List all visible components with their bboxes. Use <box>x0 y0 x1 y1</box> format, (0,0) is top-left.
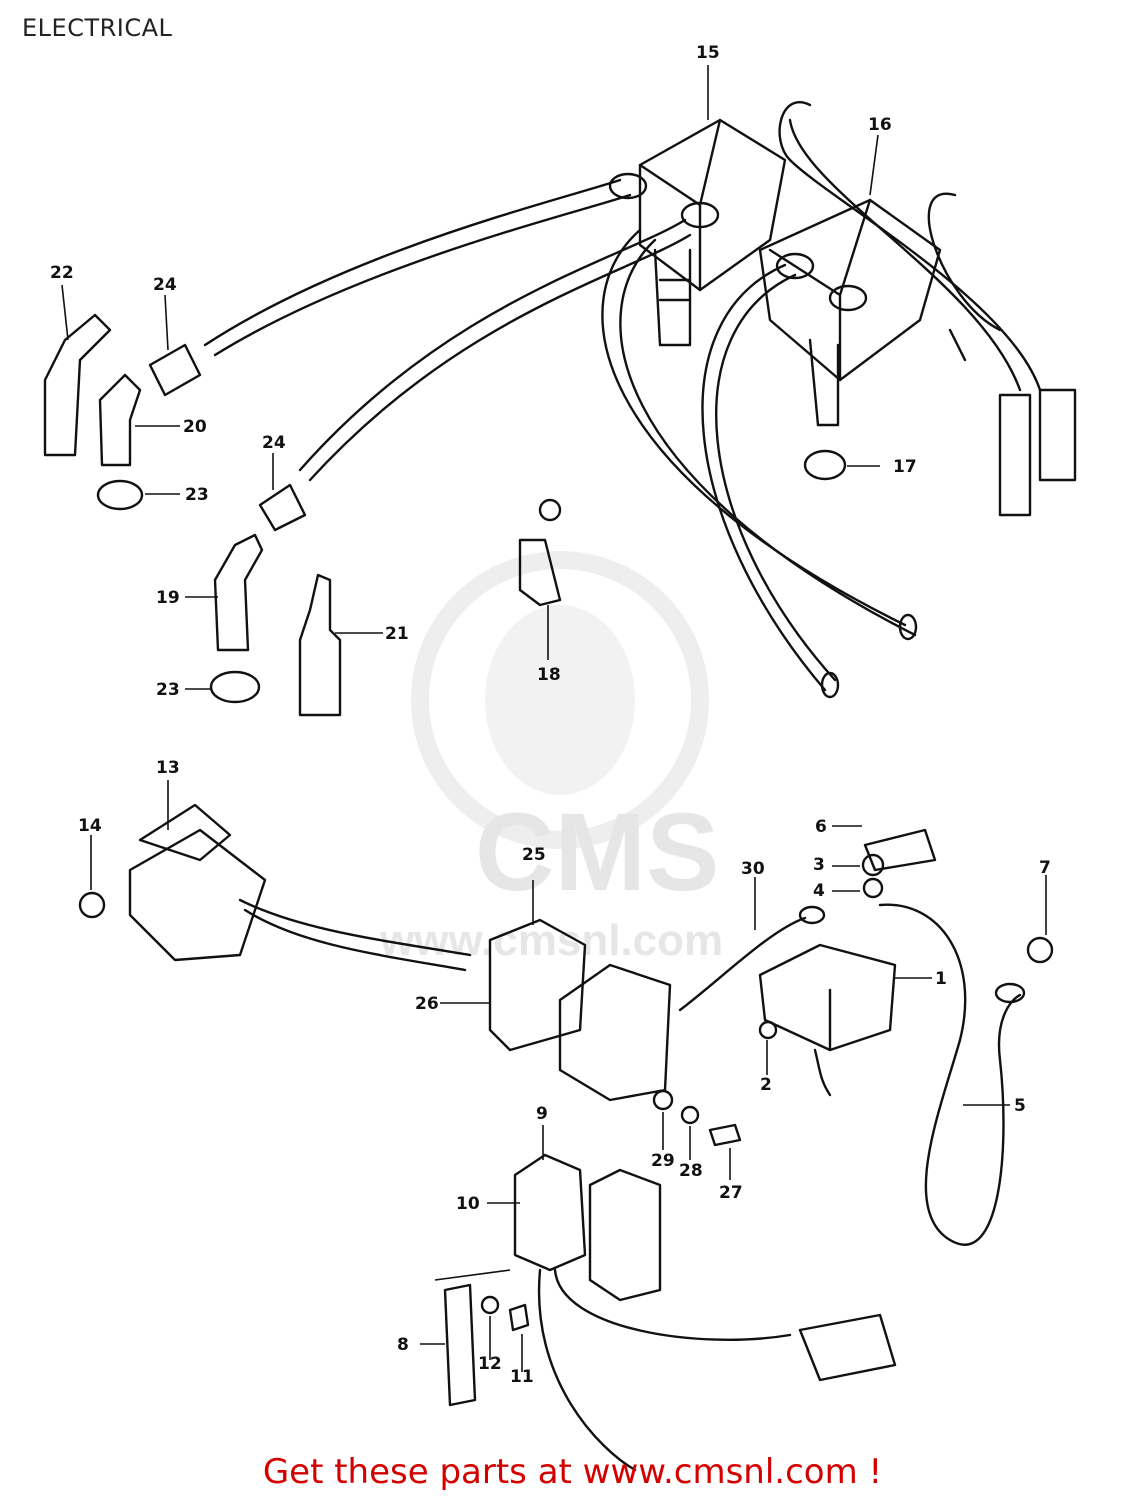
part-label-24b: 24 <box>262 433 286 453</box>
part-label-3: 3 <box>813 855 825 875</box>
regulator-13 <box>78 803 472 972</box>
part-label-25: 25 <box>522 845 546 865</box>
part-label-11: 11 <box>510 1367 534 1387</box>
part-label-16: 16 <box>868 115 892 135</box>
part-label-29: 29 <box>651 1151 675 1171</box>
part-label-21: 21 <box>385 624 409 644</box>
part-label-2: 2 <box>760 1075 772 1095</box>
watermark-brand: CMS <box>475 791 719 914</box>
part-label-26: 26 <box>415 994 439 1014</box>
part-label-7: 7 <box>1039 858 1051 878</box>
leader-lines <box>61 65 1047 1372</box>
part-label-12: 12 <box>478 1354 502 1374</box>
cms-watermark: CMS www.cmsnl.com <box>379 551 723 965</box>
part-label-14: 14 <box>78 816 102 836</box>
part-label-6: 6 <box>815 817 827 837</box>
part-label-24a: 24 <box>153 275 177 295</box>
part-label-10: 10 <box>456 1194 480 1214</box>
part-label-20: 20 <box>183 417 207 437</box>
page-title: ELECTRICAL <box>22 14 173 42</box>
part-label-17: 17 <box>893 457 917 477</box>
ignition-coil-15 <box>608 118 787 347</box>
part-label-1: 1 <box>935 969 947 989</box>
part-label-13: 13 <box>156 758 180 778</box>
part-labels: 15 16 22 24 20 23 24 17 19 21 18 23 13 1… <box>50 43 1051 1387</box>
coil-wiring-connectors <box>778 101 1077 517</box>
part-label-9: 9 <box>536 1104 548 1124</box>
watermark-url: www.cmsnl.com <box>379 916 723 965</box>
part-label-23b: 23 <box>156 680 180 700</box>
fuse-box-9 <box>443 1089 897 1472</box>
part-label-15: 15 <box>696 43 720 63</box>
part-label-8: 8 <box>397 1335 409 1355</box>
part-label-19: 19 <box>156 588 180 608</box>
part-label-27: 27 <box>719 1183 743 1203</box>
part-label-22: 22 <box>50 263 74 283</box>
part-label-23a: 23 <box>185 485 209 505</box>
part-label-28: 28 <box>679 1161 703 1181</box>
plug-caps <box>43 313 342 717</box>
part-label-30: 30 <box>741 859 765 879</box>
starter-relay-1 <box>758 828 1054 1246</box>
part-label-18: 18 <box>537 665 561 685</box>
part-label-4: 4 <box>813 881 825 901</box>
part-label-5: 5 <box>1014 1096 1026 1116</box>
nut-and-clamp <box>518 449 847 607</box>
high-tension-leads <box>203 178 918 699</box>
ignition-coil-16 <box>758 198 967 427</box>
footer-link-text[interactable]: Get these parts at www.cmsnl.com ! <box>262 1452 883 1492</box>
